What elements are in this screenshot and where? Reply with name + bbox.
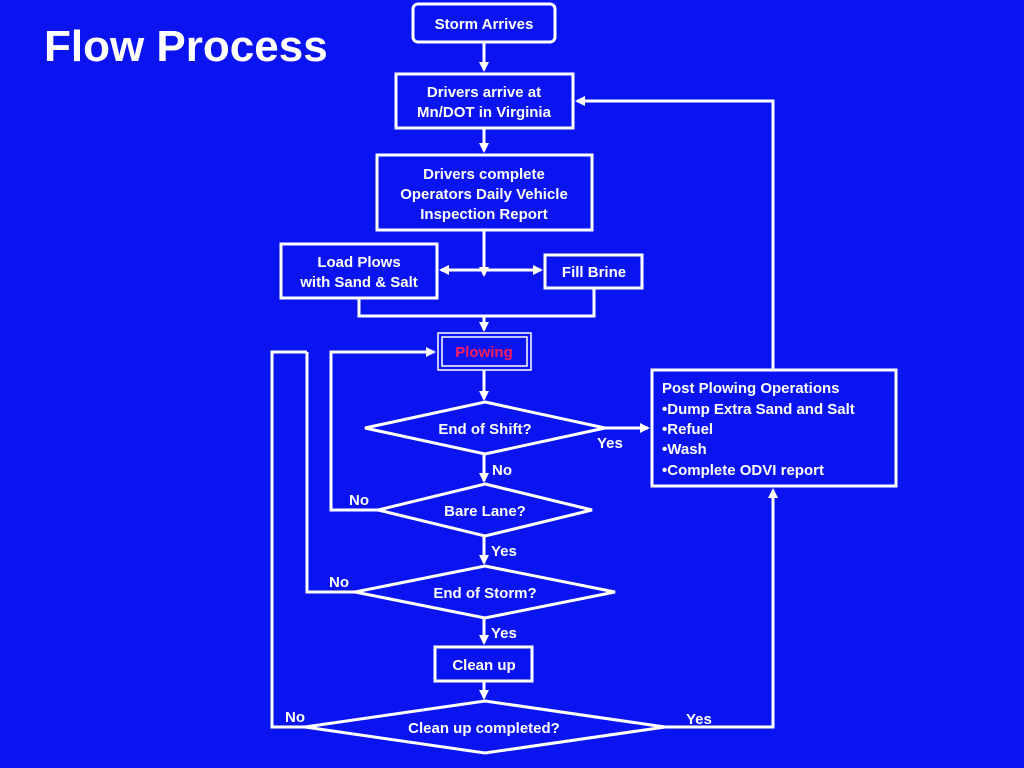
drivers-complete-line-2: Operators Daily Vehicle bbox=[400, 186, 568, 203]
page-title: Flow Process bbox=[44, 22, 328, 71]
connectors bbox=[270, 42, 778, 729]
clean-up-label: Clean up bbox=[452, 657, 515, 674]
load-plows-line-2: with Sand & Salt bbox=[299, 274, 418, 291]
drivers-complete-line-1: Drivers complete bbox=[423, 166, 545, 183]
clean-up-completed-label: Clean up completed? bbox=[408, 720, 560, 737]
drivers-arrive-line-1: Drivers arrive at bbox=[427, 84, 541, 101]
end-of-shift-label: End of Shift? bbox=[438, 421, 531, 438]
edge-label-shift-no: No bbox=[492, 462, 512, 479]
post-plowing-line-1: Post Plowing Operations bbox=[662, 380, 840, 397]
node-clean-up-completed bbox=[304, 699, 666, 755]
end-of-storm-label: End of Storm? bbox=[433, 585, 536, 602]
post-plowing-line-2: •Dump Extra Sand and Salt bbox=[662, 401, 855, 418]
edge-label-bare-yes: Yes bbox=[491, 543, 517, 560]
edge-label-shift-yes: Yes bbox=[597, 435, 623, 452]
edge-label-bare-no: No bbox=[349, 492, 369, 509]
bare-lane-label: Bare Lane? bbox=[444, 503, 526, 520]
post-plowing-line-4: •Wash bbox=[662, 441, 707, 458]
load-plows-line-1: Load Plows bbox=[317, 254, 400, 271]
post-plowing-line-5: •Complete ODVI report bbox=[662, 462, 824, 479]
drivers-complete-line-3: Inspection Report bbox=[420, 206, 548, 223]
plowing-label: Plowing bbox=[455, 344, 513, 361]
edge-label-completed-yes: Yes bbox=[686, 711, 712, 728]
drivers-arrive-line-2: Mn/DOT in Virginia bbox=[417, 104, 552, 121]
fill-brine-label: Fill Brine bbox=[562, 264, 626, 281]
edge-label-storm-no: No bbox=[329, 574, 349, 591]
edge-label-completed-no: No bbox=[285, 709, 305, 726]
edge-label-storm-yes: Yes bbox=[491, 625, 517, 642]
post-plowing-line-3: •Refuel bbox=[662, 421, 713, 438]
storm-arrives-label: Storm Arrives bbox=[435, 16, 534, 33]
